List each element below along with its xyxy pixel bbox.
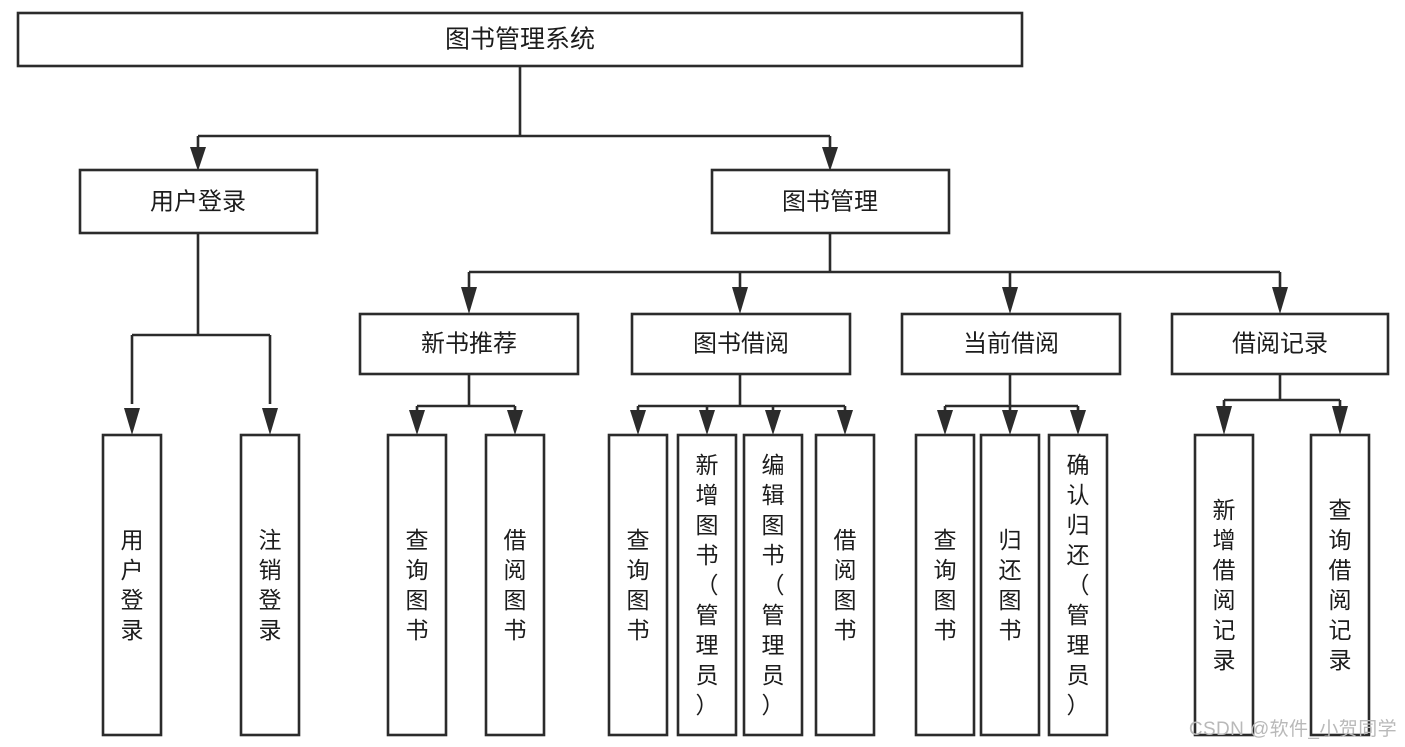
leaf-query-book-1[interactable]: 查询图书 xyxy=(386,433,448,737)
node-root-label: 图书管理系统 xyxy=(445,26,595,54)
leaf-logout-login-label: 注销登录 xyxy=(259,527,282,643)
leaf-add-book-box[interactable] xyxy=(676,433,738,737)
leaf-return-book[interactable]: 归还图书 xyxy=(979,433,1041,737)
arrow-leaf-query-book-3-icon xyxy=(937,410,953,435)
leaf-borrow-book-1-box[interactable] xyxy=(484,433,546,737)
arrow-leaf-logout-login-icon xyxy=(262,408,278,435)
leaf-user-login-box[interactable] xyxy=(101,433,163,737)
leaf-edit-book[interactable]: 编辑图书（管理员） xyxy=(742,433,804,737)
leaf-borrow-book-2-label: 借阅图书 xyxy=(834,527,857,643)
node-borrow-record[interactable]: 借阅记录 xyxy=(1170,312,1390,376)
arrow-leaf-edit-book-icon xyxy=(765,410,781,435)
node-user-login-label: 用户登录 xyxy=(150,188,246,215)
node-new-book-recommend-label: 新书推荐 xyxy=(421,330,517,357)
node-current-borrow-label: 当前借阅 xyxy=(963,330,1059,357)
leaf-confirm-return[interactable]: 确认归还（管理员） xyxy=(1047,433,1109,737)
leaf-user-login-label: 用户登录 xyxy=(121,527,144,643)
leaf-query-book-1-box[interactable] xyxy=(386,433,448,737)
node-book-borrow[interactable]: 图书借阅 xyxy=(630,312,852,376)
leaf-edit-book-box[interactable] xyxy=(742,433,804,737)
csdn-watermark: CSDN @软件_小贺同学 xyxy=(1188,719,1397,740)
arrow-leaf-add-book-icon xyxy=(699,410,715,435)
arrow-leaf-query-book-1-icon xyxy=(409,410,425,435)
leaf-confirm-return-box[interactable] xyxy=(1047,433,1109,737)
arrow-borrow-record-icon xyxy=(1272,287,1288,314)
leaf-query-book-2-box[interactable] xyxy=(607,433,669,737)
leaf-query-record-box[interactable] xyxy=(1309,433,1371,737)
leaf-query-book-2-label: 查询图书 xyxy=(627,527,650,643)
node-user-login-box[interactable] xyxy=(78,168,319,235)
leaf-add-book-label: 新增图书（管理员） xyxy=(696,452,719,718)
arrow-leaf-confirm-return-icon xyxy=(1070,410,1086,435)
node-book-borrow-box[interactable] xyxy=(630,312,852,376)
node-user-login[interactable]: 用户登录 xyxy=(78,168,319,235)
leaf-add-book[interactable]: 新增图书（管理员） xyxy=(676,433,738,737)
node-borrow-record-label: 借阅记录 xyxy=(1232,330,1328,357)
leaf-query-book-3-label: 查询图书 xyxy=(934,527,957,643)
leaf-borrow-book-1-label: 借阅图书 xyxy=(504,527,527,643)
leaf-confirm-return-label: 确认归还（管理员） xyxy=(1067,452,1090,718)
leaf-borrow-book-1[interactable]: 借阅图书 xyxy=(484,433,546,737)
node-new-book-recommend-box[interactable] xyxy=(358,312,580,376)
arrow-current-borrow-icon xyxy=(1002,287,1018,314)
leaf-logout-login[interactable]: 注销登录 xyxy=(239,433,301,737)
connector-layer xyxy=(124,66,1348,435)
node-book-management-box[interactable] xyxy=(710,168,951,235)
arrow-to-book-management-icon xyxy=(822,147,838,171)
node-current-borrow-box[interactable] xyxy=(900,312,1122,376)
arrow-new-book-recommend-icon xyxy=(461,287,477,314)
leaf-query-record[interactable]: 查询借阅记录 xyxy=(1309,433,1371,737)
arrow-leaf-query-book-2-icon xyxy=(630,410,646,435)
leaf-user-login[interactable]: 用户登录 xyxy=(101,433,163,737)
node-book-management-label: 图书管理 xyxy=(782,188,878,215)
node-book-borrow-label: 图书借阅 xyxy=(693,330,789,357)
node-borrow-record-box[interactable] xyxy=(1170,312,1390,376)
leaf-borrow-book-2[interactable]: 借阅图书 xyxy=(814,433,876,737)
leaf-query-book-3-box[interactable] xyxy=(914,433,976,737)
node-current-borrow[interactable]: 当前借阅 xyxy=(900,312,1122,376)
node-new-book-recommend[interactable]: 新书推荐 xyxy=(358,312,580,376)
arrow-leaf-query-record-icon xyxy=(1332,406,1348,435)
leaf-add-record-box[interactable] xyxy=(1193,433,1255,737)
arrow-leaf-return-book-icon xyxy=(1002,410,1018,435)
node-book-management[interactable]: 图书管理 xyxy=(710,168,951,235)
leaf-add-record-label: 新增借阅记录 xyxy=(1213,497,1236,673)
arrow-book-borrow-icon xyxy=(732,287,748,314)
leaf-add-record[interactable]: 新增借阅记录 xyxy=(1193,433,1255,737)
leaf-logout-login-box[interactable] xyxy=(239,433,301,737)
arrow-leaf-borrow-book-2-icon xyxy=(837,410,853,435)
leaf-query-book-2[interactable]: 查询图书 xyxy=(607,433,669,737)
leaf-edit-book-label: 编辑图书（管理员） xyxy=(762,452,785,718)
leaf-borrow-book-2-box[interactable] xyxy=(814,433,876,737)
arrow-leaf-add-record-icon xyxy=(1216,406,1232,435)
leaf-return-book-box[interactable] xyxy=(979,433,1041,737)
arrow-leaf-borrow-book-1-icon xyxy=(507,410,523,435)
arrow-to-user-login-icon xyxy=(190,147,206,171)
node-root-box[interactable] xyxy=(16,11,1024,68)
leaf-query-book-1-label: 查询图书 xyxy=(406,527,429,643)
leaf-return-book-label: 归还图书 xyxy=(999,527,1022,643)
leaf-query-record-label: 查询借阅记录 xyxy=(1329,497,1352,673)
leaf-query-book-3[interactable]: 查询图书 xyxy=(914,433,976,737)
node-root[interactable]: 图书管理系统 xyxy=(16,11,1024,68)
arrow-leaf-user-login-icon xyxy=(124,408,140,435)
